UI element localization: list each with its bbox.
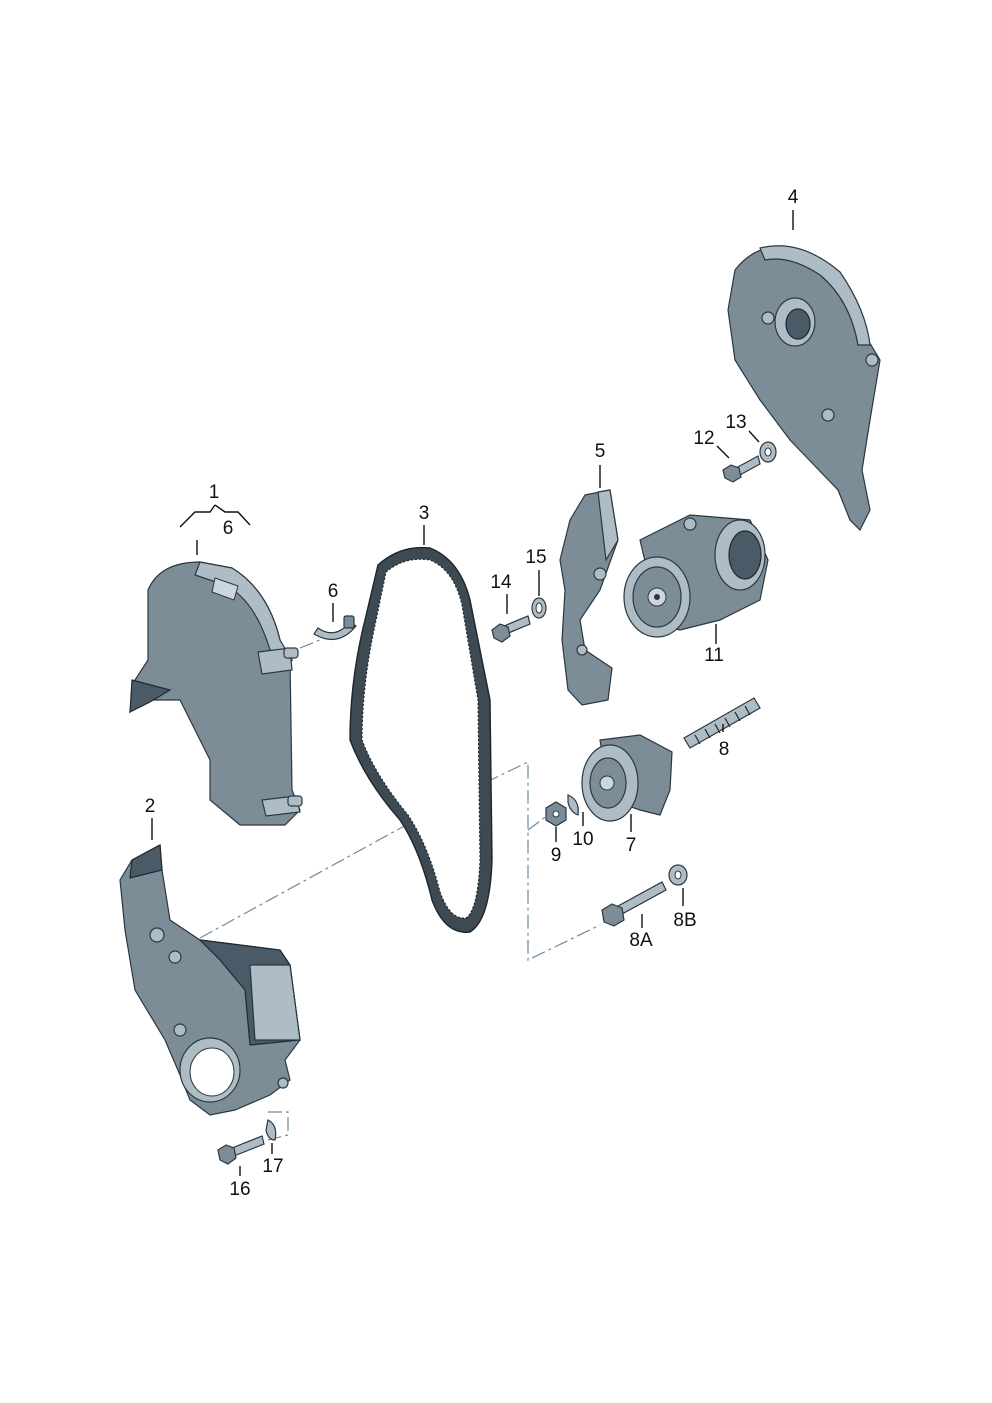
- water-pump-part-11[interactable]: [623, 514, 769, 638]
- callout-labels: 1 6 2 3 4 5 6 7 8 8A 8B 9 10 11 12 13 14…: [145, 187, 799, 1200]
- callout-7: 7: [626, 835, 637, 856]
- callout-1: 1: [209, 482, 220, 503]
- nut-part-9[interactable]: [545, 801, 567, 827]
- callout-6: 6: [328, 581, 339, 602]
- callout-10: 10: [572, 829, 593, 850]
- callout-13: 13: [725, 412, 746, 433]
- washer-part-13[interactable]: [759, 441, 777, 463]
- upper-timing-cover[interactable]: [129, 561, 303, 826]
- callout-5: 5: [595, 441, 606, 462]
- callout-11: 11: [704, 645, 724, 666]
- washer-part-15[interactable]: [531, 597, 547, 619]
- tensioner-pulley-part-7[interactable]: [581, 734, 673, 822]
- washer-part-17[interactable]: [265, 1119, 277, 1141]
- callout-3: 3: [419, 503, 430, 524]
- clip-part-6[interactable]: [313, 615, 357, 641]
- callout-16: 16: [229, 1179, 250, 1200]
- stud-part-8[interactable]: [683, 697, 761, 749]
- callout-14: 14: [490, 572, 512, 593]
- callout-15: 15: [525, 547, 546, 568]
- callout-8b: 8B: [673, 910, 696, 931]
- callout-2: 2: [145, 796, 156, 817]
- bolt-part-16[interactable]: [217, 1135, 265, 1165]
- callout-4: 4: [788, 187, 799, 208]
- callout-1-6: 6: [223, 518, 234, 539]
- callout-17: 17: [262, 1156, 283, 1177]
- callout-8: 8: [719, 739, 730, 760]
- bolt-part-8a[interactable]: [601, 881, 667, 927]
- bolt-part-14[interactable]: [491, 615, 531, 643]
- rear-timing-cover[interactable]: [727, 245, 881, 532]
- lower-timing-cover[interactable]: [119, 844, 301, 1116]
- clip-part-10[interactable]: [567, 794, 579, 816]
- assembly-lines: [199, 639, 601, 1141]
- leader-lines: [151, 210, 794, 1176]
- bracket-part-5[interactable]: [559, 489, 619, 706]
- callout-8a: 8A: [629, 930, 653, 951]
- washer-part-8b[interactable]: [668, 864, 688, 886]
- callout-9: 9: [551, 845, 562, 866]
- timing-belt[interactable]: [349, 546, 493, 933]
- bolt-part-12[interactable]: [722, 455, 761, 483]
- callout-12: 12: [693, 428, 714, 449]
